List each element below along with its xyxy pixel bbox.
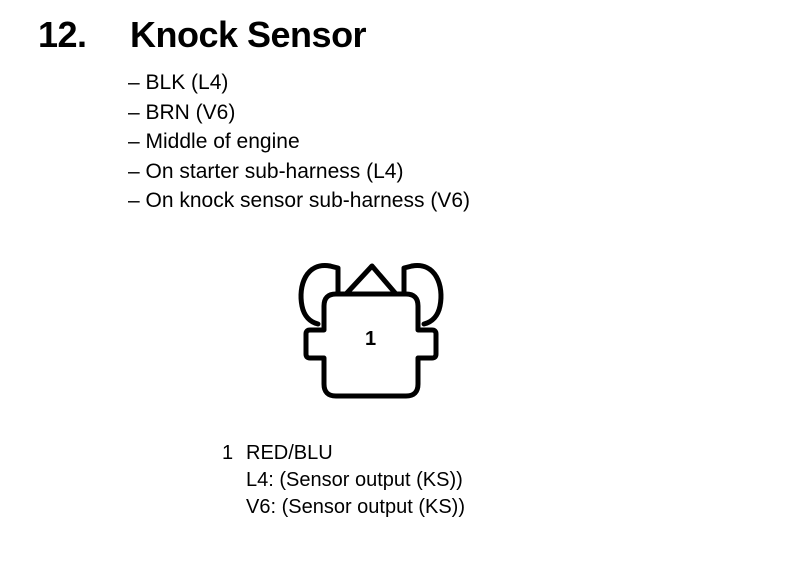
connector-diagram <box>298 263 444 399</box>
pin-list: 1 RED/BLU L4: (Sensor output (KS)) V6: (S… <box>222 440 465 521</box>
pin-number-label: 1 <box>365 328 377 350</box>
pin-row: 1 RED/BLU <box>222 440 465 467</box>
connector-specs: – BLK (L4) – BRN (V6) – Middle of engine… <box>128 68 470 216</box>
section-number: 12. <box>38 14 87 55</box>
top-key <box>344 263 398 296</box>
spec-line: – On starter sub-harness (L4) <box>128 159 404 183</box>
wire-color: RED/BLU <box>246 442 333 464</box>
section-title: Knock Sensor <box>130 14 367 55</box>
spec-line: – Middle of engine <box>128 130 300 153</box>
right-lock-tab <box>409 263 444 327</box>
connector-body <box>303 291 439 399</box>
spec-line: – BRN (V6) <box>128 100 236 124</box>
left-lock-tab <box>298 263 333 327</box>
spec-line: – BLK (L4) <box>128 71 229 94</box>
pin-number: 1 <box>222 442 234 464</box>
pin-function: V6: (Sensor output (KS)) <box>246 496 465 518</box>
pin-function: L4: (Sensor output (KS)) <box>246 469 463 491</box>
spec-line: – On knock sensor sub-harness (V6) <box>128 189 470 212</box>
